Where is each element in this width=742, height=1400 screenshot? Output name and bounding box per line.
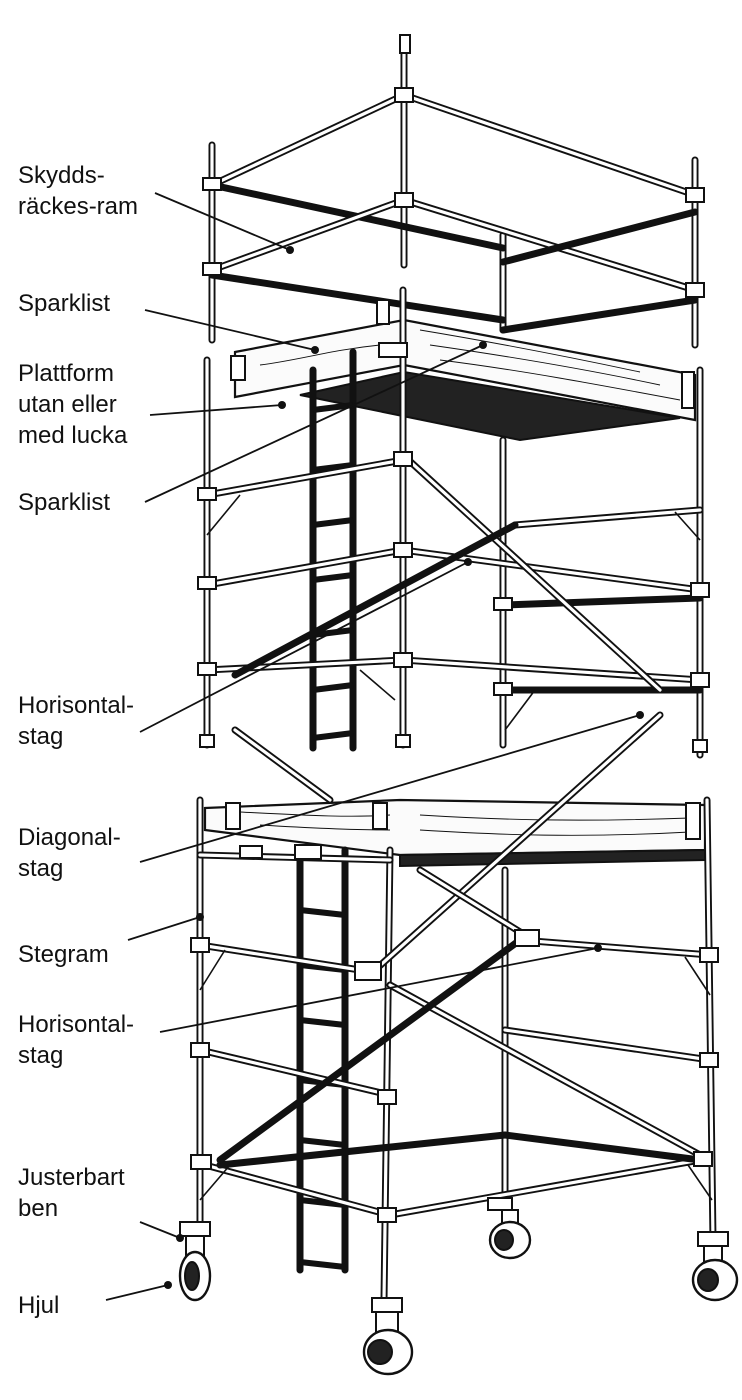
leader-horizontal-brace-upper — [139, 561, 469, 733]
scaffold-illustration — [178, 34, 739, 1376]
label-platform: Plattform utan eller med lucka — [18, 360, 128, 449]
wheels-drawing — [178, 1209, 739, 1376]
leader-dot — [636, 711, 644, 719]
leader-dot — [176, 1234, 184, 1242]
upper-frame-drawing — [197, 286, 710, 759]
label-line: stag — [18, 855, 63, 882]
label-line: Diagonal- — [18, 824, 121, 851]
label-line: Justerbart — [18, 1164, 125, 1191]
label-line: räckes-ram — [18, 193, 138, 220]
leader-wheel — [105, 1284, 169, 1301]
leader-toeboard-lower — [144, 344, 484, 503]
leader-adjustable-leg — [139, 1221, 181, 1239]
leader-dot — [594, 944, 602, 952]
leader-dot — [196, 913, 204, 921]
label-horizontal-brace-lower: Horisontal- stag — [18, 1011, 141, 1069]
label-line: stag — [18, 1042, 63, 1069]
leader-diagonal-brace — [139, 714, 641, 863]
label-line: utan eller — [18, 391, 117, 418]
leader-lines — [105, 192, 644, 1301]
label-line: Sparklist — [18, 290, 110, 317]
label-guardrail-frame: Skydds- räckes-ram — [18, 162, 138, 220]
label-horizontal-brace-upper: Horisontal- stag — [18, 692, 141, 750]
guardrail-frame-drawing — [202, 34, 705, 349]
lower-frame-drawing — [179, 711, 729, 1313]
label-line: med lucka — [18, 422, 128, 449]
label-wheel: Hjul — [18, 1292, 59, 1319]
leader-dot — [311, 346, 319, 354]
label-line: Skydds- — [18, 162, 105, 189]
leader-horizontal-brace-lower — [159, 947, 599, 1033]
label-diagonal-brace: Diagonal- stag — [18, 824, 127, 882]
label-line: Hjul — [18, 1292, 59, 1319]
leader-dot — [278, 401, 286, 409]
label-line: Plattform — [18, 360, 114, 387]
label-line: Sparklist — [18, 489, 110, 516]
leader-toeboard-upper — [144, 309, 316, 351]
leader-dot — [464, 558, 472, 566]
part-labels: Skydds- räckes-ram Sparklist Plattform u… — [18, 162, 141, 1319]
leader-platform — [149, 404, 283, 416]
label-line: Stegram — [18, 941, 109, 968]
label-line: stag — [18, 723, 63, 750]
leader-ladder-frame — [127, 916, 201, 941]
label-line: Horisontal- — [18, 692, 134, 719]
leader-dot — [479, 341, 487, 349]
label-ladder-frame: Stegram — [18, 941, 109, 968]
leader-dot — [164, 1281, 172, 1289]
leader-guardrail-frame — [154, 192, 291, 251]
label-toeboard-lower: Sparklist — [18, 489, 110, 516]
label-adjustable-leg: Justerbart ben — [18, 1164, 131, 1222]
leader-dot — [286, 246, 294, 254]
label-line: Horisontal- — [18, 1011, 134, 1038]
label-line: ben — [18, 1195, 58, 1222]
label-toeboard-upper: Sparklist — [18, 290, 110, 317]
